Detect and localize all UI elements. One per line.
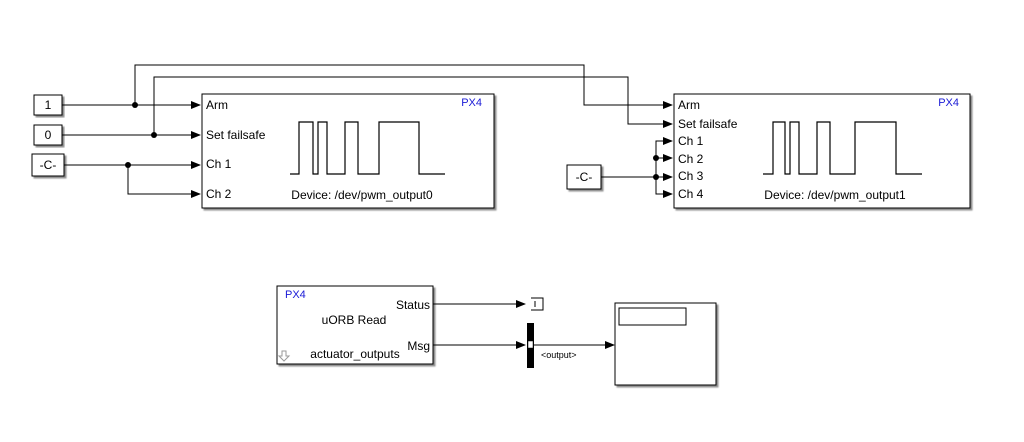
terminator-block[interactable] (531, 297, 544, 311)
signal-line (655, 177, 673, 198)
px4-label: PX4 (938, 97, 959, 109)
constant-value: 0 (45, 128, 52, 142)
junction-dots (125, 102, 659, 180)
port-status: Status (396, 298, 430, 312)
device-path: Device: /dev/pwm_output0 (291, 188, 433, 202)
px4-label: PX4 (285, 289, 306, 301)
port-arm: Arm (206, 98, 228, 112)
uorb-title: uORB Read (322, 313, 387, 327)
scope-block[interactable] (614, 302, 717, 386)
port-arm: Arm (678, 98, 700, 112)
uorb-topic: actuator_outputs (310, 347, 399, 361)
pwm-waveform-icon (763, 121, 922, 175)
pwm-output-block-1[interactable]: PX4 Arm Set failsafe Ch 1 Ch 2 Ch 3 Ch 4… (673, 93, 971, 209)
port-ch4: Ch 4 (678, 187, 704, 201)
constant-value: -C- (576, 170, 593, 184)
scope-screen (618, 307, 687, 326)
signal-line (655, 137, 673, 177)
px4-label: PX4 (461, 97, 482, 109)
constant-block-1[interactable]: 1 (33, 94, 63, 116)
uorb-read-block[interactable]: PX4 uORB Read Status Msg actuator_output… (276, 285, 434, 365)
port-msg: Msg (407, 339, 430, 353)
port-ch2: Ch 2 (206, 187, 232, 201)
down-arrow-icon (277, 350, 291, 362)
port-set-failsafe: Set failsafe (206, 128, 266, 142)
signal-line (127, 165, 201, 198)
constant-block-c-left[interactable]: -C- (31, 153, 65, 177)
signal-line (134, 64, 673, 109)
constant-block-0[interactable]: 0 (33, 124, 63, 146)
signal-lines (62, 64, 673, 198)
bus-signal-label: <output> (541, 350, 577, 360)
constant-block-c-right[interactable]: -C- (566, 164, 602, 190)
port-ch3: Ch 3 (678, 169, 704, 183)
bus-selector-block[interactable] (527, 323, 534, 368)
constant-value: -C- (40, 158, 57, 172)
device-path: Device: /dev/pwm_output1 (764, 188, 906, 202)
port-set-failsafe: Set failsafe (678, 117, 738, 131)
port-ch1: Ch 1 (206, 157, 232, 171)
constant-value: 1 (45, 98, 52, 112)
pwm-waveform-icon (290, 121, 445, 175)
pwm-output-block-0[interactable]: PX4 Arm Set failsafe Ch 1 Ch 2 Device: /… (201, 93, 495, 209)
signal-line (153, 76, 673, 135)
port-ch1: Ch 1 (678, 134, 704, 148)
port-ch2: Ch 2 (678, 152, 704, 166)
